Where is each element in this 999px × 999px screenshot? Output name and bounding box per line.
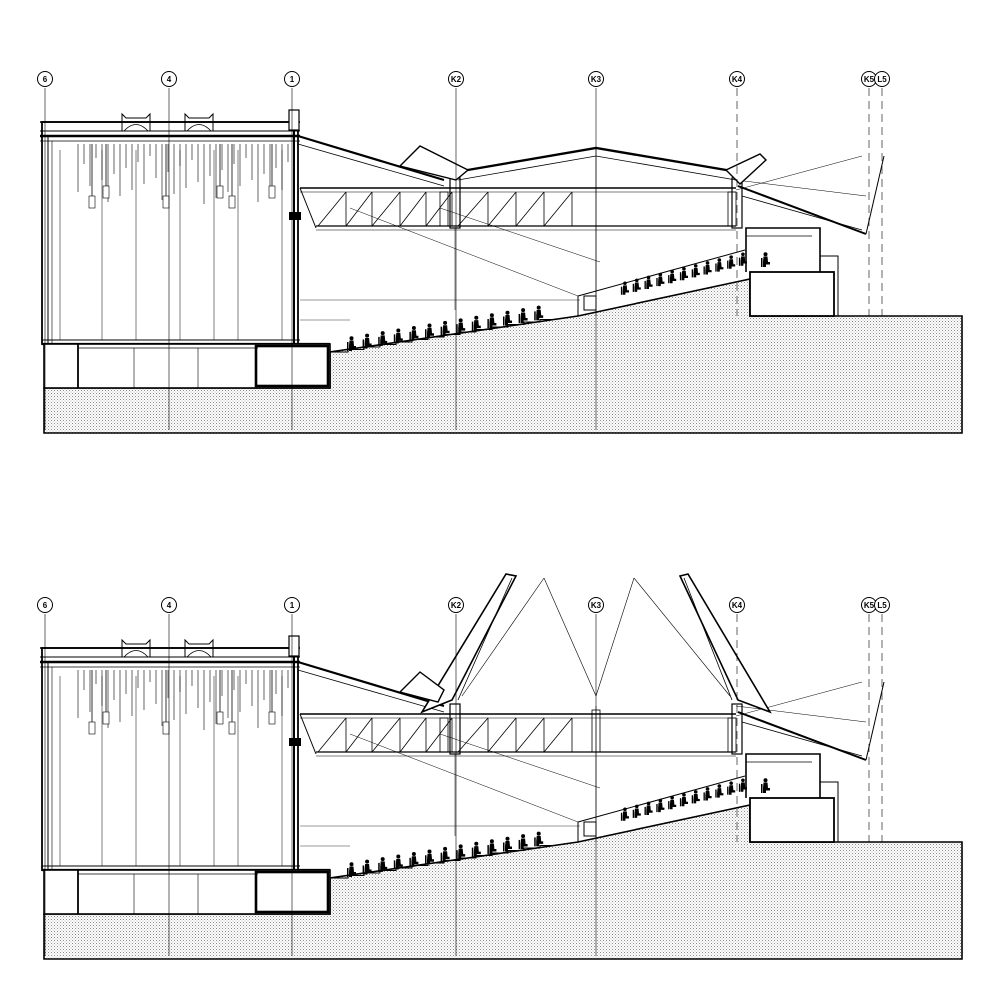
- spectator-figure: [518, 308, 528, 323]
- auditorium-seating: [332, 249, 747, 353]
- grid-bubble-k5: K5: [861, 597, 877, 613]
- spectator-figure: [534, 305, 544, 321]
- spectator-figure: [656, 272, 665, 287]
- spectator-figure: [471, 315, 481, 331]
- grid-label: K2: [451, 601, 462, 610]
- basement: [43, 343, 331, 389]
- grid-label: L5: [877, 601, 887, 610]
- grid-label: 1: [290, 601, 295, 610]
- control-booth: [745, 753, 866, 843]
- spectator-figure: [679, 266, 688, 281]
- roof-structure: [297, 573, 885, 842]
- grid-label: 6: [43, 601, 48, 610]
- basement: [43, 869, 331, 915]
- grid-bubble-l5: L5: [874, 71, 890, 87]
- spectator-figure: [534, 831, 544, 847]
- spectator-figure: [727, 255, 736, 269]
- grid-label: L5: [877, 75, 887, 84]
- spectator-figure: [703, 261, 712, 275]
- spectator-figure: [440, 320, 450, 336]
- spectator-figure: [656, 798, 665, 813]
- grid-label: K2: [451, 75, 462, 84]
- grid-label: 1: [290, 75, 295, 84]
- spectator-figure: [715, 258, 724, 272]
- grid-bubble-k3: K3: [588, 71, 604, 87]
- grid-bubble-4: 4: [161, 71, 177, 87]
- spectator-figure: [715, 784, 724, 798]
- grid-label: K5: [864, 601, 875, 610]
- auditorium-seating: [332, 775, 747, 879]
- spectator-figure: [668, 269, 677, 284]
- grid-label: K4: [732, 601, 743, 610]
- spectator-figure: [440, 846, 450, 862]
- grid-bubble-k2: K2: [448, 71, 464, 87]
- grid-label: K3: [591, 601, 602, 610]
- spectator-figure: [487, 839, 497, 855]
- spectator-figure: [471, 841, 481, 857]
- spectator-figure: [703, 787, 712, 801]
- stage-building: [40, 109, 330, 346]
- spectator-figure: [425, 323, 434, 339]
- spectator-figure: [503, 310, 512, 326]
- spectator-figure: [456, 318, 466, 334]
- control-booth: [745, 227, 866, 317]
- roof-truss: [299, 187, 737, 231]
- grid-bubble-6: 6: [37, 597, 53, 613]
- grid-bubble-k3: K3: [588, 597, 604, 613]
- grid-bubble-6: 6: [37, 71, 53, 87]
- grid-label: 4: [167, 75, 172, 84]
- spectator-figure: [679, 792, 688, 807]
- roof-truss: [299, 713, 737, 757]
- grid-bubble-1: 1: [284, 71, 300, 87]
- spectator-figure: [691, 264, 700, 278]
- grid-bubble-l5: L5: [874, 597, 890, 613]
- stage-building: [40, 635, 330, 872]
- grid-bubble-k4: K4: [729, 71, 745, 87]
- spectator-figure: [668, 795, 677, 810]
- grid-label: K4: [732, 75, 743, 84]
- grid-bubble-k2: K2: [448, 597, 464, 613]
- spectator-figure: [487, 313, 497, 329]
- grid-bubble-k4: K4: [729, 597, 745, 613]
- grid-bubble-1: 1: [284, 597, 300, 613]
- spectator-figure: [425, 849, 434, 865]
- spectator-figure: [503, 836, 512, 852]
- grid-label: K5: [864, 75, 875, 84]
- spectator-figure: [691, 790, 700, 804]
- spectator-figure: [518, 834, 528, 849]
- grid-label: 4: [167, 601, 172, 610]
- grid-bubble-4: 4: [161, 597, 177, 613]
- spectator-figure: [456, 844, 466, 860]
- spectator-figure: [727, 781, 736, 795]
- grid-label: K3: [591, 75, 602, 84]
- grid-label: 6: [43, 75, 48, 84]
